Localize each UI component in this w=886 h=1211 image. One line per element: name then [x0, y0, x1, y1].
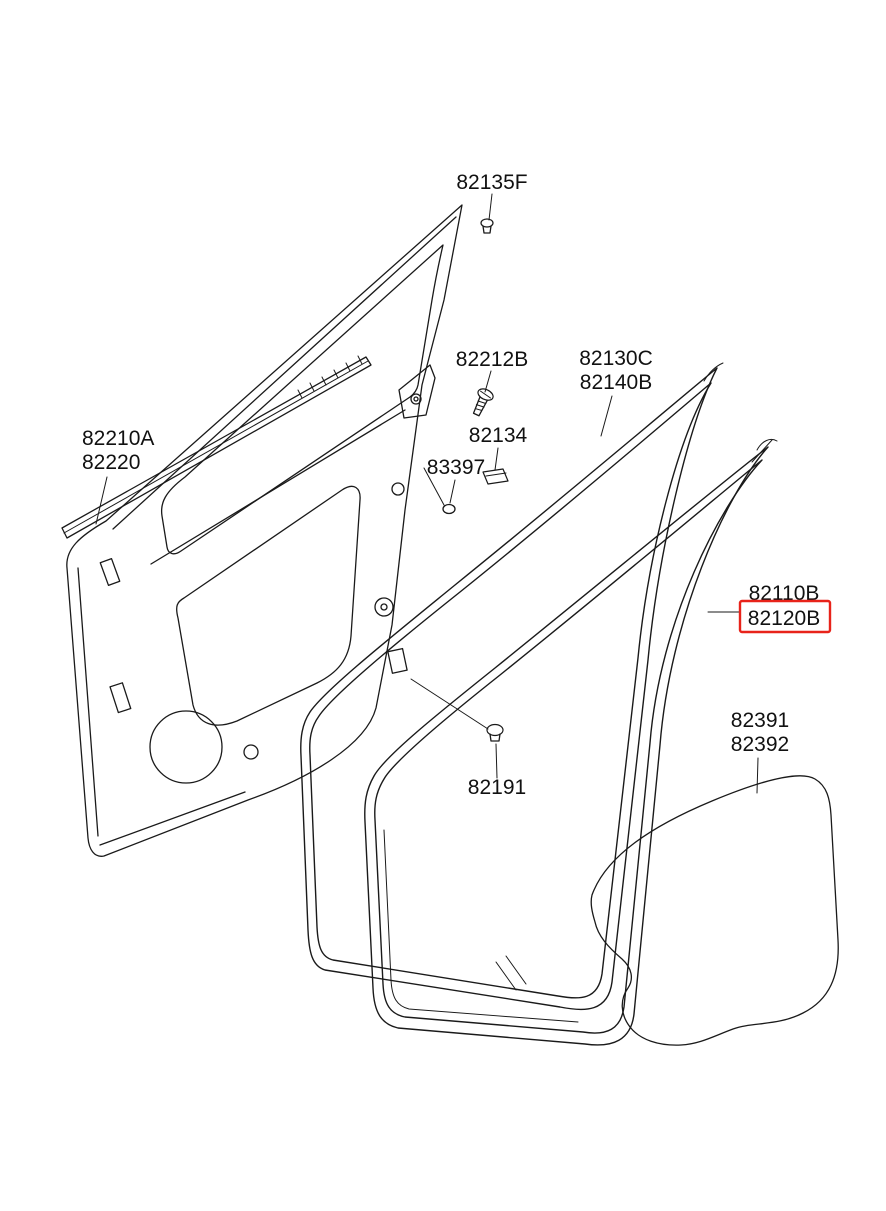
leader-82191 — [495, 743, 498, 779]
highlight-box-82120B — [738, 599, 832, 634]
part-label-82140B: 82140B — [580, 371, 652, 394]
leader-lines — [95, 193, 759, 794]
leader-82391 — [756, 757, 759, 794]
grommet-83397 — [442, 503, 456, 515]
screw-82212B — [472, 388, 494, 417]
part-label-82210A: 82210A — [82, 427, 154, 450]
leader-83397 — [449, 479, 456, 504]
front-door-weatherstrip — [364, 438, 778, 1046]
sash-bracket — [398, 364, 436, 419]
leader-82191-to-door — [410, 678, 489, 730]
leader-82130C — [600, 395, 613, 437]
part-label-82135F: 82135F — [456, 171, 527, 194]
leader-82134 — [494, 447, 499, 471]
leader-82210A — [95, 476, 108, 525]
belt-molding-strip — [61, 355, 372, 539]
clip-82134 — [482, 468, 509, 485]
weatherstrip-top-clip — [703, 362, 724, 382]
door-inner-panel — [66, 204, 463, 857]
part-label-82392: 82392 — [731, 733, 789, 756]
speaker-hole — [149, 710, 223, 784]
clip-82135F — [480, 218, 494, 234]
weatherstrip-corner-clip — [751, 439, 773, 463]
part-label-82134: 82134 — [469, 424, 528, 447]
part-label-82191: 82191 — [468, 776, 526, 799]
door-side-weatherstrip — [300, 362, 724, 1011]
water-shield-film — [590, 775, 839, 1046]
part-label-82391: 82391 — [731, 709, 789, 732]
part-label-82220: 82220 — [82, 451, 140, 474]
part-label-82110B: 82110B — [749, 582, 820, 605]
leader-82135F — [488, 193, 493, 221]
leader-82212B — [484, 370, 492, 393]
part-label-82130C: 82130C — [579, 347, 653, 370]
leader-83397-to-door — [423, 467, 445, 506]
plug-82191 — [486, 723, 504, 742]
part-label-83397: 83397 — [427, 456, 485, 479]
part-label-82212B: 82212B — [456, 348, 528, 371]
part-label-82120B: 82120B — [748, 607, 820, 630]
part-labels: 82135F 82212B 82130C 82140B 82134 83397 … — [82, 171, 832, 799]
